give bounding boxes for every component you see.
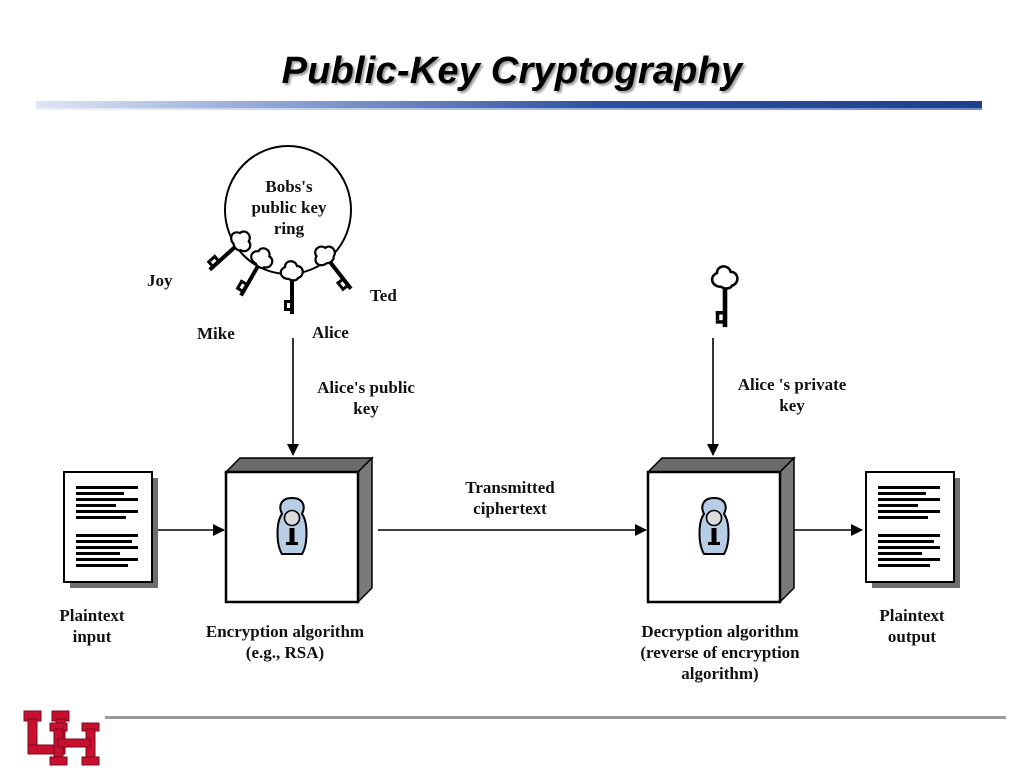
decryption-box-lock-icon — [646, 456, 796, 604]
key-ring-line1: Bobs's — [265, 177, 313, 196]
footer-divider — [105, 716, 1006, 719]
decryption-line2: (reverse of encryption — [640, 643, 800, 662]
ted-key-icon — [308, 239, 361, 297]
key-ring-line2: public key — [251, 198, 327, 217]
ciphertext-line1: Transmitted — [465, 478, 555, 497]
private-key-line2: key — [779, 396, 805, 415]
encryption-line1: Encryption algorithm — [205, 622, 365, 641]
plaintext-input-line1: Plaintext — [59, 606, 125, 625]
public-key-line2: key — [353, 399, 379, 418]
plaintext-input-document-icon — [63, 471, 159, 589]
encryption-line2: (e.g., RSA) — [245, 643, 325, 662]
encryption-label: Encryption algorithm (e.g., RSA) — [180, 621, 390, 663]
decryption-line1: Decryption algorithm — [641, 622, 799, 641]
key-label-ted: Ted — [370, 286, 397, 305]
key-label-mike: Mike — [197, 324, 235, 343]
encryption-box-lock-icon — [224, 456, 374, 604]
private-key-line1: Alice 's private — [737, 375, 847, 394]
key-ring-line3: ring — [273, 219, 305, 238]
uh-logo — [23, 710, 100, 766]
title-divider — [36, 101, 982, 110]
plaintext-input-label: Plaintext input — [44, 605, 140, 647]
plaintext-output-line1: Plaintext — [879, 606, 945, 625]
plaintext-output-document-icon — [865, 471, 961, 589]
plaintext-output-label: Plaintext output — [864, 605, 960, 647]
public-key-line1: Alice's public — [317, 378, 415, 397]
plaintext-input-line2: input — [72, 627, 112, 646]
ciphertext-line2: ciphertext — [473, 499, 547, 518]
ciphertext-label: Transmitted ciphertext — [448, 477, 572, 519]
plaintext-output-line2: output — [887, 627, 937, 646]
slide-title: Public-Key Cryptography — [281, 50, 743, 92]
private-key-icon — [710, 265, 739, 329]
key-label-joy: Joy — [147, 271, 173, 290]
public-key-label: Alice's public key — [302, 377, 430, 419]
decryption-line3: algorithm) — [681, 664, 759, 683]
key-ring-label: Bobs's public key ring — [241, 176, 337, 239]
private-key-label: Alice 's private key — [722, 374, 862, 416]
decryption-label: Decryption algorithm (reverse of encrypt… — [608, 621, 832, 684]
alice-key-icon — [279, 260, 304, 316]
key-label-alice: Alice — [312, 323, 349, 342]
